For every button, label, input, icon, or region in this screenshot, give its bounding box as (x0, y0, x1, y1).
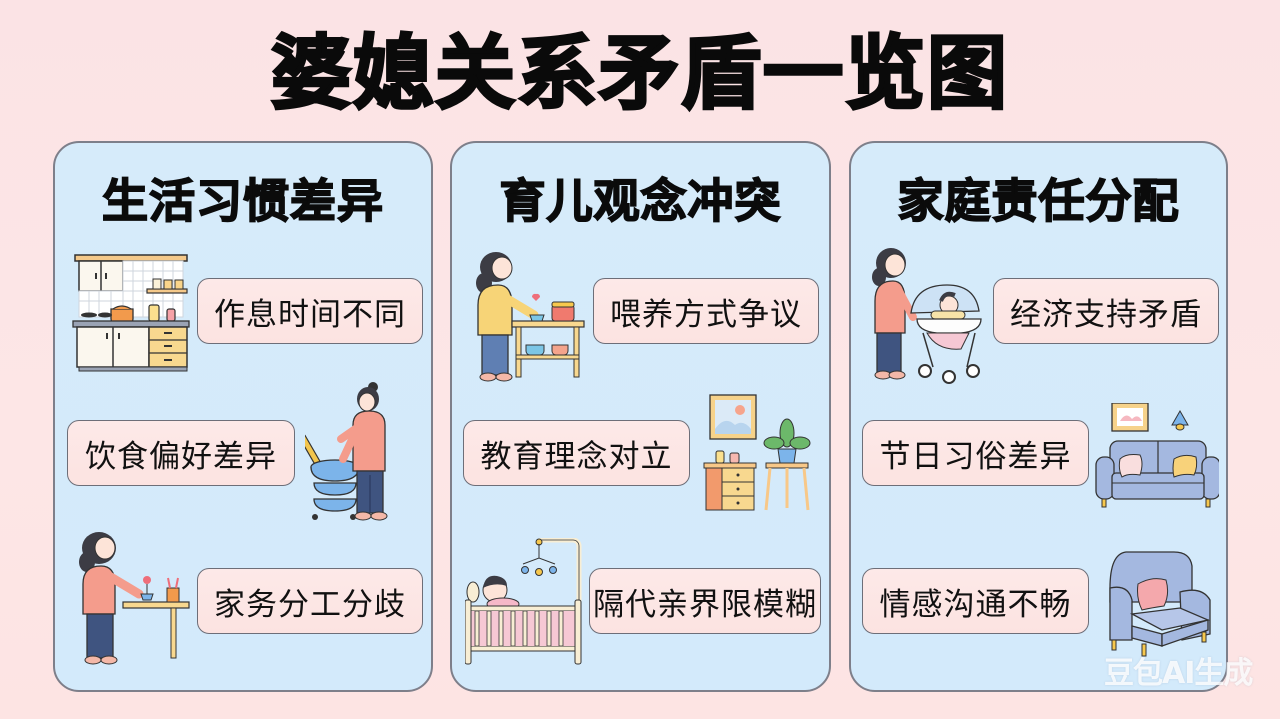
label-sleep-schedule: 作息时间不同 (197, 278, 423, 344)
card-family-responsibility: 家庭责任分配 经济支持矛盾 节日习俗差异 (849, 141, 1228, 692)
dresser-plant-icon (703, 394, 811, 511)
label-emotional-communication: 情感沟通不畅 (862, 568, 1089, 634)
label-diet-preference: 饮食偏好差异 (67, 420, 295, 486)
label-holiday-customs: 节日习俗差异 (862, 420, 1089, 486)
sofa-icon (1095, 403, 1219, 508)
woman-at-table-icon (79, 532, 190, 665)
card-living-habits: 生活习惯差异 (53, 141, 433, 692)
label-financial-support: 经济支持矛盾 (993, 278, 1219, 344)
woman-cooking-pot-icon (305, 382, 388, 521)
label-feeding-method: 喂养方式争议 (593, 278, 819, 344)
label-education-philosophy: 教育理念对立 (463, 420, 690, 486)
card-heading: 育儿观念冲突 (499, 173, 782, 229)
card-heading: 家庭责任分配 (897, 173, 1180, 229)
woman-feeding-table-icon (476, 252, 585, 382)
armchair-icon (1109, 551, 1211, 657)
label-grandparent-boundary: 隔代亲界限模糊 (589, 568, 821, 634)
label-chore-division: 家务分工分歧 (197, 568, 423, 634)
ai-watermark: 豆包AI生成 (1104, 656, 1253, 691)
woman-stroller-icon (872, 248, 982, 384)
baby-crib-icon (465, 538, 582, 665)
card-heading: 生活习惯差异 (101, 173, 384, 229)
page-title: 婆媳关系矛盾一览图 (270, 26, 1009, 122)
card-parenting-views: 育儿观念冲突 喂养方式争议 教育理念对立 (450, 141, 831, 692)
kitchen-icon (72, 254, 190, 372)
